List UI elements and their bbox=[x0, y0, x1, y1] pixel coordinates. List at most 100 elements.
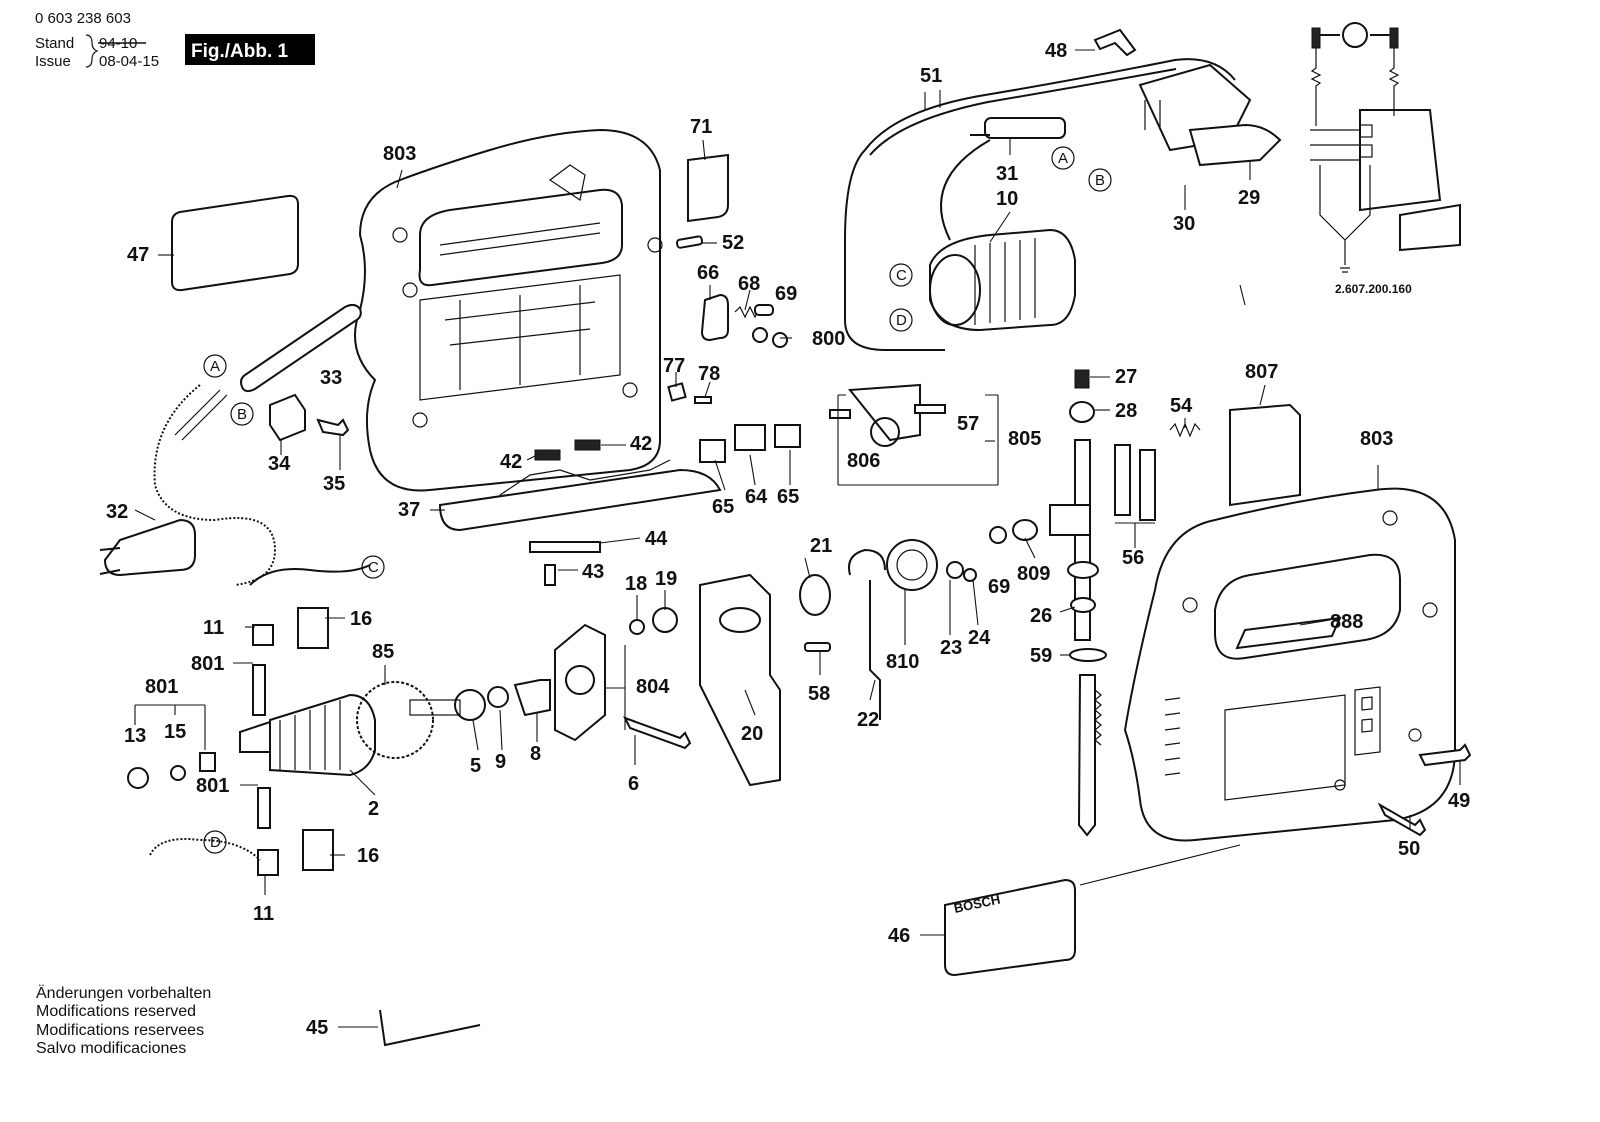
note-line: Änderungen vorbehalten bbox=[36, 984, 211, 1002]
callout-labels: 803 71 47 52 66 68 69 800 33 77 78 34 35… bbox=[106, 40, 1470, 1039]
cable-sleeve bbox=[240, 303, 362, 393]
callout: 16 bbox=[350, 608, 372, 630]
callout: 24 bbox=[968, 627, 991, 649]
callout: 42 bbox=[500, 451, 522, 473]
stand-label: Stand bbox=[35, 35, 74, 52]
callout: 52 bbox=[722, 232, 744, 254]
callout: 13 bbox=[124, 725, 146, 747]
callout: 19 bbox=[655, 568, 677, 590]
callout: 28 bbox=[1115, 400, 1137, 422]
callout: 23 bbox=[940, 637, 962, 659]
header-block: 0 603 238 603 Stand Issue 94-10 08-04-15… bbox=[35, 10, 315, 70]
callout: 69 bbox=[775, 283, 797, 305]
callout: 8 bbox=[530, 743, 541, 765]
callout: 5 bbox=[470, 755, 481, 777]
figure-label: Fig./Abb. 1 bbox=[191, 41, 289, 62]
callout: 800 bbox=[812, 328, 845, 350]
callout: 56 bbox=[1122, 547, 1144, 569]
callout: 35 bbox=[323, 473, 345, 495]
callout: 11 bbox=[203, 617, 224, 639]
callout: 801 bbox=[196, 775, 229, 797]
callout: 42 bbox=[630, 433, 652, 455]
housing-half-right bbox=[1123, 487, 1456, 842]
callout: 51 bbox=[920, 65, 942, 87]
label-code: 888 bbox=[1330, 611, 1363, 633]
callout: 807 bbox=[1245, 361, 1278, 383]
callout: 48 bbox=[1045, 40, 1067, 62]
connector-letter: A bbox=[1058, 150, 1068, 167]
callout: 20 bbox=[741, 723, 763, 745]
connector-letter: C bbox=[896, 267, 907, 284]
connector-letter: D bbox=[210, 834, 221, 851]
callout: 22 bbox=[857, 709, 879, 731]
callout: 6 bbox=[628, 773, 639, 795]
callout: 65 bbox=[712, 496, 734, 518]
note-line: Modifications reservees bbox=[36, 1022, 204, 1039]
callout: 78 bbox=[698, 363, 720, 385]
callout: 54 bbox=[1170, 395, 1193, 417]
callout: 33 bbox=[320, 367, 342, 389]
callout: 64 bbox=[745, 486, 768, 508]
callout: 31 bbox=[996, 163, 1018, 185]
connector-letter: B bbox=[1095, 172, 1105, 189]
callout: 10 bbox=[996, 188, 1018, 210]
callout: 32 bbox=[106, 501, 128, 523]
callout: 68 bbox=[738, 273, 760, 295]
callout: 47 bbox=[127, 244, 149, 266]
note-line: Salvo modificaciones bbox=[36, 1040, 186, 1057]
callout: 2 bbox=[368, 798, 379, 820]
callout: 803 bbox=[383, 143, 416, 165]
note-line: Modifications reserved bbox=[36, 1003, 196, 1020]
callout: 801 bbox=[191, 653, 224, 675]
callout: 804 bbox=[636, 676, 670, 698]
callout: 30 bbox=[1173, 213, 1195, 235]
callout: 29 bbox=[1238, 187, 1260, 209]
header-brace bbox=[85, 34, 99, 68]
power-cord bbox=[99, 384, 277, 586]
callout: 11 bbox=[253, 903, 274, 925]
label-plate bbox=[171, 194, 299, 292]
callout: 58 bbox=[808, 683, 830, 705]
callout: 21 bbox=[810, 535, 832, 557]
callout: 85 bbox=[372, 641, 394, 663]
connector-markers: A B A B C D C D bbox=[203, 146, 1112, 854]
connector-letter: C bbox=[368, 559, 379, 576]
callout: 16 bbox=[357, 845, 379, 867]
callout: 59 bbox=[1030, 645, 1052, 667]
callout: 34 bbox=[268, 453, 291, 475]
wiring-schematic bbox=[1310, 22, 1461, 273]
field-coil bbox=[929, 228, 1076, 332]
callout: 65 bbox=[777, 486, 799, 508]
part-number: 0 603 238 603 bbox=[35, 10, 131, 27]
connector-letter: A bbox=[210, 358, 220, 375]
callout: 809 bbox=[1017, 563, 1050, 585]
callout: 43 bbox=[582, 561, 604, 583]
callout: 69 bbox=[988, 576, 1010, 598]
issue-label: Issue bbox=[35, 53, 71, 70]
callout: 46 bbox=[888, 925, 910, 947]
callout: 44 bbox=[645, 528, 668, 550]
callout: 57 bbox=[957, 413, 979, 435]
callout: 801 bbox=[145, 676, 178, 698]
connector-letter: B bbox=[237, 406, 247, 423]
issue-date: 08-04-15 bbox=[99, 53, 159, 70]
callout: 15 bbox=[164, 721, 186, 743]
callout: 71 bbox=[690, 116, 712, 138]
callout: 9 bbox=[495, 751, 506, 773]
callout: 18 bbox=[625, 573, 647, 595]
callout: 49 bbox=[1448, 790, 1470, 812]
leader-lines bbox=[134, 49, 1461, 1028]
connector-letter: D bbox=[896, 312, 907, 329]
callout: 37 bbox=[398, 499, 420, 521]
footer-notes: Änderungen vorbehalten Modifications res… bbox=[36, 984, 211, 1057]
small-parts bbox=[127, 235, 1472, 1047]
callout: 805 bbox=[1008, 428, 1041, 450]
callout: 27 bbox=[1115, 366, 1137, 388]
figure-badge bbox=[185, 34, 315, 65]
wiring-loom bbox=[844, 28, 1282, 351]
callout: 26 bbox=[1030, 605, 1052, 627]
schematic-code: 2.607.200.160 bbox=[1335, 282, 1412, 296]
callout: 803 bbox=[1360, 428, 1393, 450]
callout: 45 bbox=[306, 1017, 328, 1039]
